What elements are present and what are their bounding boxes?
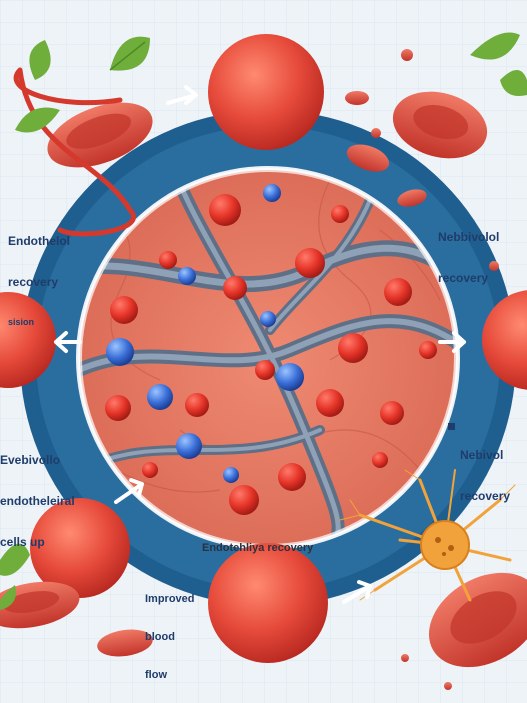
label-mid-right-line2: recovery: [460, 488, 511, 503]
label-bottom-left-line2: blood: [145, 631, 175, 644]
label-mid-left: Evebivollo endotheleiral cells up: [0, 426, 75, 564]
sphere-right: [482, 290, 527, 390]
red-spheres: [0, 34, 527, 663]
sphere-bottom-left: [30, 498, 130, 598]
sphere-left: [0, 292, 56, 388]
label-bottom-left: Improved blood flow: [145, 568, 195, 694]
label-bottom-left-line3: flow: [145, 669, 167, 682]
leaf-icon: [0, 32, 527, 610]
label-top-right-line2: recovery: [438, 270, 489, 285]
label-top-left-line3: sision: [8, 317, 35, 328]
red-cells: [105, 194, 437, 515]
neuron-icon: [339, 469, 516, 602]
label-mid-right: Nebivol recovery: [460, 421, 510, 518]
label-top-right-line1: Nebbivolol: [438, 229, 500, 244]
label-top-left: Endothelol recovery sision: [8, 207, 70, 342]
red-blood-cell-icon: [0, 49, 527, 690]
label-bottom-center: Endotehliya recovery: [202, 542, 314, 554]
label-top-right: Nebbivolol recovery: [438, 203, 499, 300]
label-top-left-line2: recovery: [8, 274, 59, 289]
arrow-icon: [54, 85, 466, 604]
label-mid-left-line3: cells up: [0, 535, 45, 550]
label-mid-left-line2: endotheleiral: [0, 493, 75, 508]
sphere-top: [208, 34, 324, 150]
label-mid-left-line1: Evebivollo: [0, 452, 61, 467]
sphere-bottom: [208, 543, 328, 663]
label-top-left-line1: Endothelol: [8, 233, 70, 248]
label-mid-right-line1: Nebivol: [460, 447, 504, 462]
label-bottom-left-line1: Improved: [145, 593, 195, 606]
label-marker: [448, 423, 455, 430]
